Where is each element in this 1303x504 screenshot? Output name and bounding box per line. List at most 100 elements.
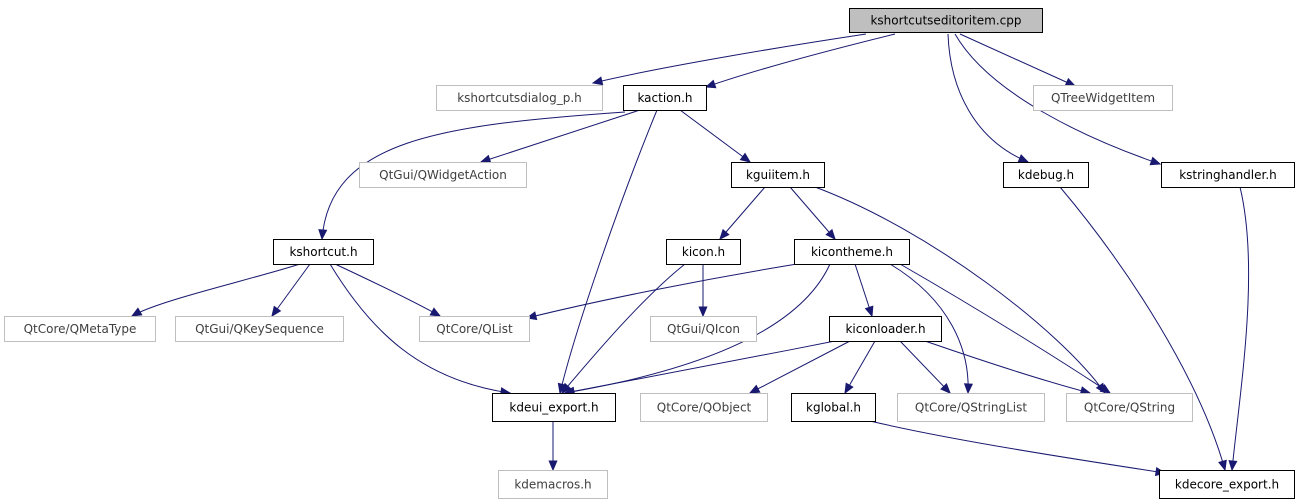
edge-line xyxy=(899,263,1111,394)
edge-kiconloader_h-to-kdeui_export_h xyxy=(563,340,836,396)
node-label: kicon.h xyxy=(682,245,725,259)
edge-kguiitem_h-to-kicon_h xyxy=(719,186,766,240)
node-label: QTreeWidgetItem xyxy=(1051,91,1155,105)
node-qwidgetaction: QtGui/QWidgetAction xyxy=(359,162,527,188)
node-qmetatype: QtCore/QMetaType xyxy=(4,316,156,342)
edge-kshortcutseditoritem_cpp-to-kdebug_h xyxy=(947,33,1030,163)
edge-kdeui_export_h-to-kdemacros_h xyxy=(548,421,558,472)
edge-kicon_h-to-qicon xyxy=(698,264,708,318)
node-kshortcut-h[interactable]: kshortcut.h xyxy=(273,239,374,265)
node-label: kguiitem.h xyxy=(746,168,810,182)
arrow-head xyxy=(1064,77,1077,87)
node-kicon-h[interactable]: kicon.h xyxy=(666,239,741,265)
arrow-head xyxy=(130,307,143,317)
node-label: QtCore/QString xyxy=(1084,401,1175,415)
edge-kiconloader_h-to-qobject xyxy=(748,340,851,394)
nodes-layer: kshortcutseditoritem.cpp kshortcutsdialog… xyxy=(4,8,1295,499)
edge-line xyxy=(719,186,766,240)
edge-line xyxy=(329,263,511,394)
node-label: kshortcutsdialog_p.h xyxy=(457,91,582,105)
edge-line xyxy=(480,109,641,163)
arrow-head xyxy=(561,382,572,394)
edge-kshortcut_h-to-qmetatype xyxy=(130,263,301,317)
node-box xyxy=(419,316,530,342)
node-kdeui-export-h[interactable]: kdeui_export.h xyxy=(492,393,616,422)
node-label: QtCore/QList xyxy=(436,322,513,336)
node-label: QtCore/QStringList xyxy=(915,401,1027,415)
edge-line xyxy=(705,33,896,88)
edge-kshortcutseditoritem_cpp-to-kshortcutsdialog_p_h xyxy=(591,33,867,86)
arrow-head xyxy=(844,382,854,395)
arrow-head xyxy=(591,76,604,86)
arrow-head xyxy=(940,382,951,394)
arrow-head xyxy=(825,228,836,240)
node-label: QtCore/QObject xyxy=(657,401,752,415)
edge-line xyxy=(749,340,851,394)
edge-kiconloader_h-to-qstring xyxy=(924,340,1092,396)
arrow-head xyxy=(1218,459,1227,472)
node-kguiitem-h[interactable]: kguiitem.h xyxy=(731,162,825,188)
edge-line xyxy=(954,33,1161,165)
node-label: kdeui_export.h xyxy=(509,401,598,415)
edge-kshortcutseditoritem_cpp-to-qtreewidgetitem xyxy=(959,33,1077,87)
node-kicontheme-h[interactable]: kicontheme.h xyxy=(794,239,910,265)
edge-kshortcutseditoritem_cpp-to-kstringhandler_h xyxy=(954,33,1162,166)
node-box xyxy=(623,85,707,111)
edge-kshortcut_h-to-qkeysequence xyxy=(271,263,311,318)
node-box xyxy=(4,316,156,342)
edge-line xyxy=(789,186,836,240)
node-box xyxy=(1066,393,1193,422)
node-label: kshortcut.h xyxy=(289,245,357,259)
arrow-head xyxy=(548,460,558,472)
edge-kicon_h-to-kdeui_export_h xyxy=(561,263,686,394)
node-qobject: QtCore/QObject xyxy=(640,393,768,422)
edge-line xyxy=(1059,186,1226,471)
node-kglobal-h[interactable]: kglobal.h xyxy=(791,393,876,422)
node-label: kiconloader.h xyxy=(845,322,925,336)
node-qstring: QtCore/QString xyxy=(1066,393,1193,422)
edge-kaction_h-to-kguiitem_h xyxy=(679,109,752,163)
edge-kdebug_h-to-kdecore_export_h xyxy=(1059,186,1227,472)
arrow-head xyxy=(1149,156,1162,166)
node-kshortcutseditoritem-cpp[interactable]: kshortcutseditoritem.cpp xyxy=(849,8,1043,33)
edge-line xyxy=(592,33,867,84)
arrow-head xyxy=(1099,383,1112,394)
edge-kaction_h-to-qwidgetaction xyxy=(479,109,641,164)
node-kstringhandler-h[interactable]: kstringhandler.h xyxy=(1161,162,1295,188)
node-box xyxy=(829,316,942,342)
node-label: kglobal.h xyxy=(806,401,861,415)
arrow-head xyxy=(864,305,874,318)
node-kiconloader-h[interactable]: kiconloader.h xyxy=(829,316,942,342)
arrow-head xyxy=(1228,460,1238,472)
node-kdebug-h[interactable]: kdebug.h xyxy=(1003,162,1089,188)
edge-line xyxy=(131,263,301,317)
node-label: kdecore_export.h xyxy=(1175,478,1279,492)
node-box xyxy=(1033,85,1173,111)
arrow-head xyxy=(479,154,492,164)
edge-line xyxy=(924,340,1091,394)
node-box xyxy=(791,393,876,422)
node-box xyxy=(650,316,757,342)
edge-kicontheme_h-to-qstring xyxy=(899,263,1112,394)
node-kdecore-export-h[interactable]: kdecore_export.h xyxy=(1159,470,1295,499)
edge-line xyxy=(844,340,876,394)
node-box xyxy=(849,8,1043,33)
arrow-head xyxy=(719,228,730,240)
node-kaction-h[interactable]: kaction.h xyxy=(623,85,707,111)
edge-kicontheme_h-to-kiconloader_h xyxy=(854,263,874,318)
node-box xyxy=(273,239,374,265)
node-box xyxy=(1003,162,1089,188)
node-box xyxy=(640,393,768,422)
node-box xyxy=(731,162,825,188)
edge-line xyxy=(321,111,626,240)
edge-line xyxy=(959,33,1076,87)
node-box xyxy=(498,470,608,499)
node-label: kicontheme.h xyxy=(811,245,893,259)
node-box xyxy=(359,162,527,188)
node-label: kaction.h xyxy=(637,91,692,105)
arrow-head xyxy=(698,306,708,318)
edges-layer xyxy=(130,33,1250,477)
node-qstringlist: QtCore/QStringList xyxy=(897,393,1045,422)
edge-kiconloader_h-to-kglobal_h xyxy=(844,340,876,395)
node-box xyxy=(666,239,741,265)
